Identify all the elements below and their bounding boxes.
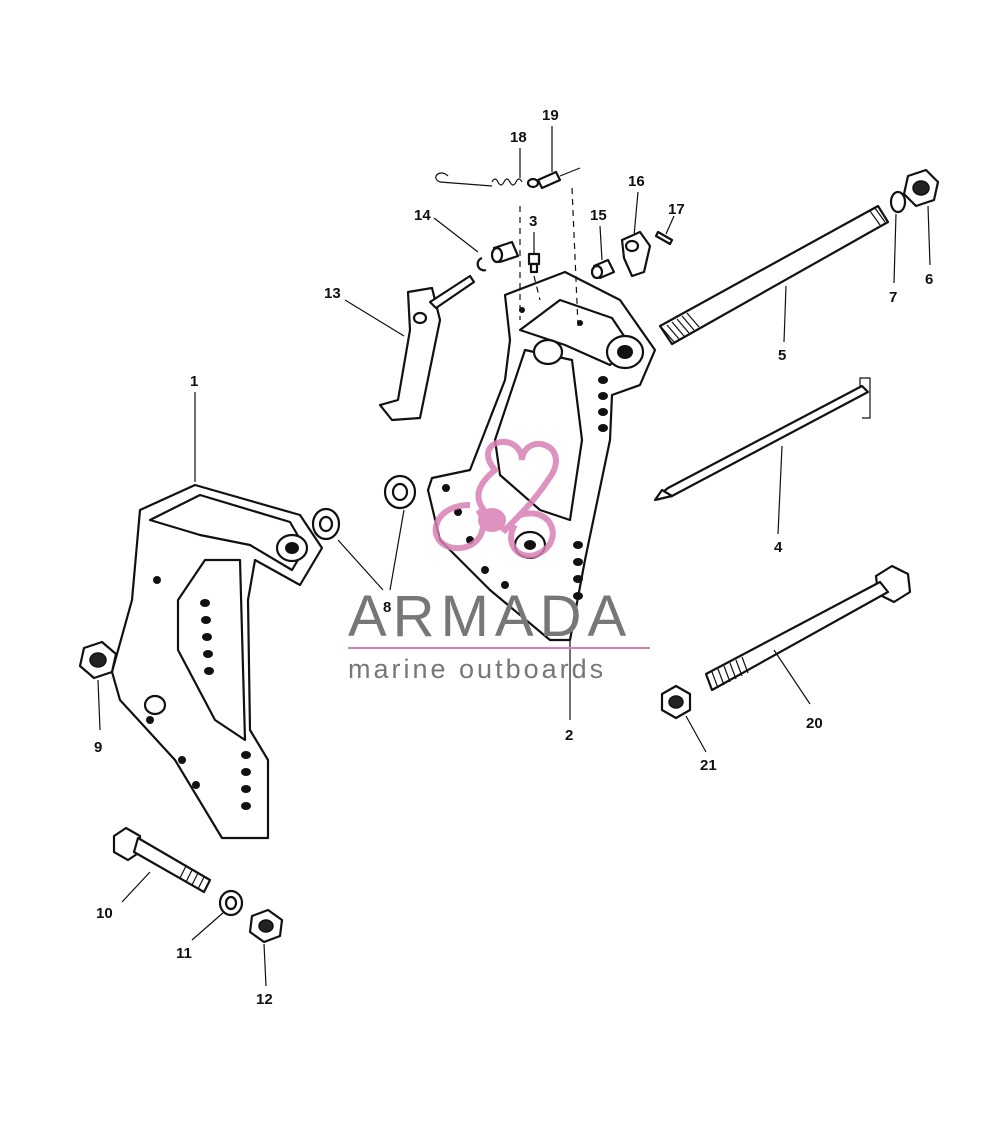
armada-logo-icon [432,439,559,559]
callout-2: 2 [565,727,573,744]
alignment-lines [519,187,579,327]
part-15-bushing [590,258,616,280]
callout-12: 12 [256,991,273,1008]
part-12-nut [248,908,284,944]
part-19-plunger [526,167,581,190]
callout-11: 11 [176,945,192,962]
part-4-tilt-pin [653,377,871,502]
callout-leaders [97,126,931,987]
part-13-tilt-lock-lever [378,274,476,422]
part-8-washers [311,474,417,541]
callout-16: 16 [628,173,645,190]
callout-4: 4 [774,539,783,556]
part-16-tilt-stop [620,230,652,278]
part-1-clamp-bracket-left [110,483,324,840]
watermark-title: ARMADA [348,584,632,649]
callout-8: 8 [383,599,391,616]
part-5-swivel-tube [658,204,890,346]
callout-14: 14 [414,207,431,224]
callout-3: 3 [529,213,537,230]
watermark-subtitle: marine outboards [348,654,606,684]
callout-19: 19 [542,107,559,124]
callout-17: 17 [668,201,685,218]
callout-6: 6 [925,271,933,288]
part-11-washer [218,889,244,917]
part-18-spring [435,172,523,187]
part-1-adjustment-holes [146,576,251,810]
callout-1: 1 [190,373,198,390]
part-20-long-bolt [704,564,912,692]
part-3-grease-fitting [527,252,541,274]
part-7-washer [889,190,907,214]
callout-labels: 1 2 3 4 5 6 7 8 9 10 11 12 13 14 15 16 1… [94,107,933,1008]
part-9-nut [78,640,118,680]
callout-10: 10 [96,905,113,922]
part-17-pin [654,230,674,246]
part-2-adjustment-holes [442,307,608,600]
logo-center-dot [478,508,506,532]
part-5-threads [661,207,886,343]
callout-7: 7 [889,289,897,306]
part-21-nut [660,684,692,720]
callout-13: 13 [324,285,341,302]
callout-9: 9 [94,739,102,756]
logo-loop-right [508,510,556,559]
callout-5: 5 [778,347,786,364]
callout-15: 15 [590,207,607,224]
callout-18: 18 [510,129,527,146]
part-6-nut [902,168,940,208]
callout-21: 21 [700,757,717,774]
armada-watermark: ARMADA marine outboards [348,439,650,684]
callout-20: 20 [806,715,823,732]
part-14-bushing [476,240,520,272]
part-10-bolt [112,826,212,894]
